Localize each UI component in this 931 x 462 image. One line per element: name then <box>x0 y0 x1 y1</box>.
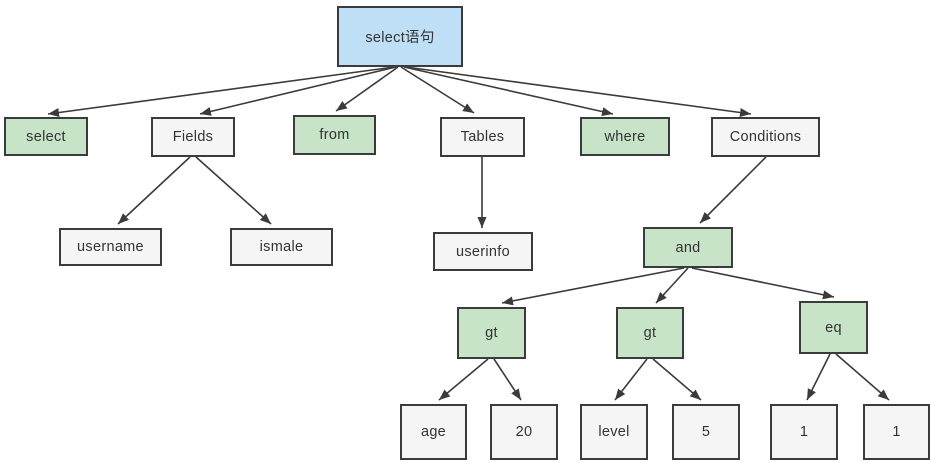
edge-root-select <box>47 66 395 117</box>
node-select: select <box>4 117 88 156</box>
edge-root-from <box>335 66 399 112</box>
node-root: select语句 <box>337 6 463 67</box>
edge-root-tables <box>400 66 475 114</box>
node-where: where <box>580 117 670 156</box>
node-username: username <box>59 228 162 266</box>
node-conditions: Conditions <box>711 117 820 157</box>
node-tables: Tables <box>440 117 525 157</box>
node-level: level <box>580 404 648 460</box>
edge-root-where <box>403 66 614 116</box>
node-ismale: ismale <box>230 228 333 266</box>
node-fields: Fields <box>151 117 235 157</box>
node-userinfo: userinfo <box>433 232 533 271</box>
node-gt-2: gt <box>616 307 684 359</box>
node-from: from <box>293 115 376 155</box>
node-and: and <box>643 227 733 268</box>
edge-fields-username <box>117 156 191 225</box>
edge-gt1-20 <box>493 358 522 401</box>
edge-root-conditions <box>405 66 752 117</box>
node-1-left: 1 <box>770 404 838 460</box>
edge-eq-1-right <box>835 353 890 401</box>
node-gt-1: gt <box>457 307 526 359</box>
edge-and-eq <box>691 267 835 300</box>
edge-root-fields <box>199 66 397 116</box>
edge-gt2-level <box>614 358 648 401</box>
edge-fields-ismale <box>195 156 272 225</box>
edge-gt1-age <box>438 358 489 401</box>
node-eq: eq <box>799 301 868 354</box>
node-1-right: 1 <box>863 404 930 460</box>
edge-and-gt2 <box>655 267 689 304</box>
edge-gt2-5 <box>652 358 702 401</box>
node-20: 20 <box>490 404 558 460</box>
node-age: age <box>400 404 467 460</box>
node-5: 5 <box>672 404 740 460</box>
edge-conditions-and <box>699 156 767 224</box>
edge-and-gt1 <box>501 267 685 306</box>
edge-eq-1-left <box>806 353 831 401</box>
